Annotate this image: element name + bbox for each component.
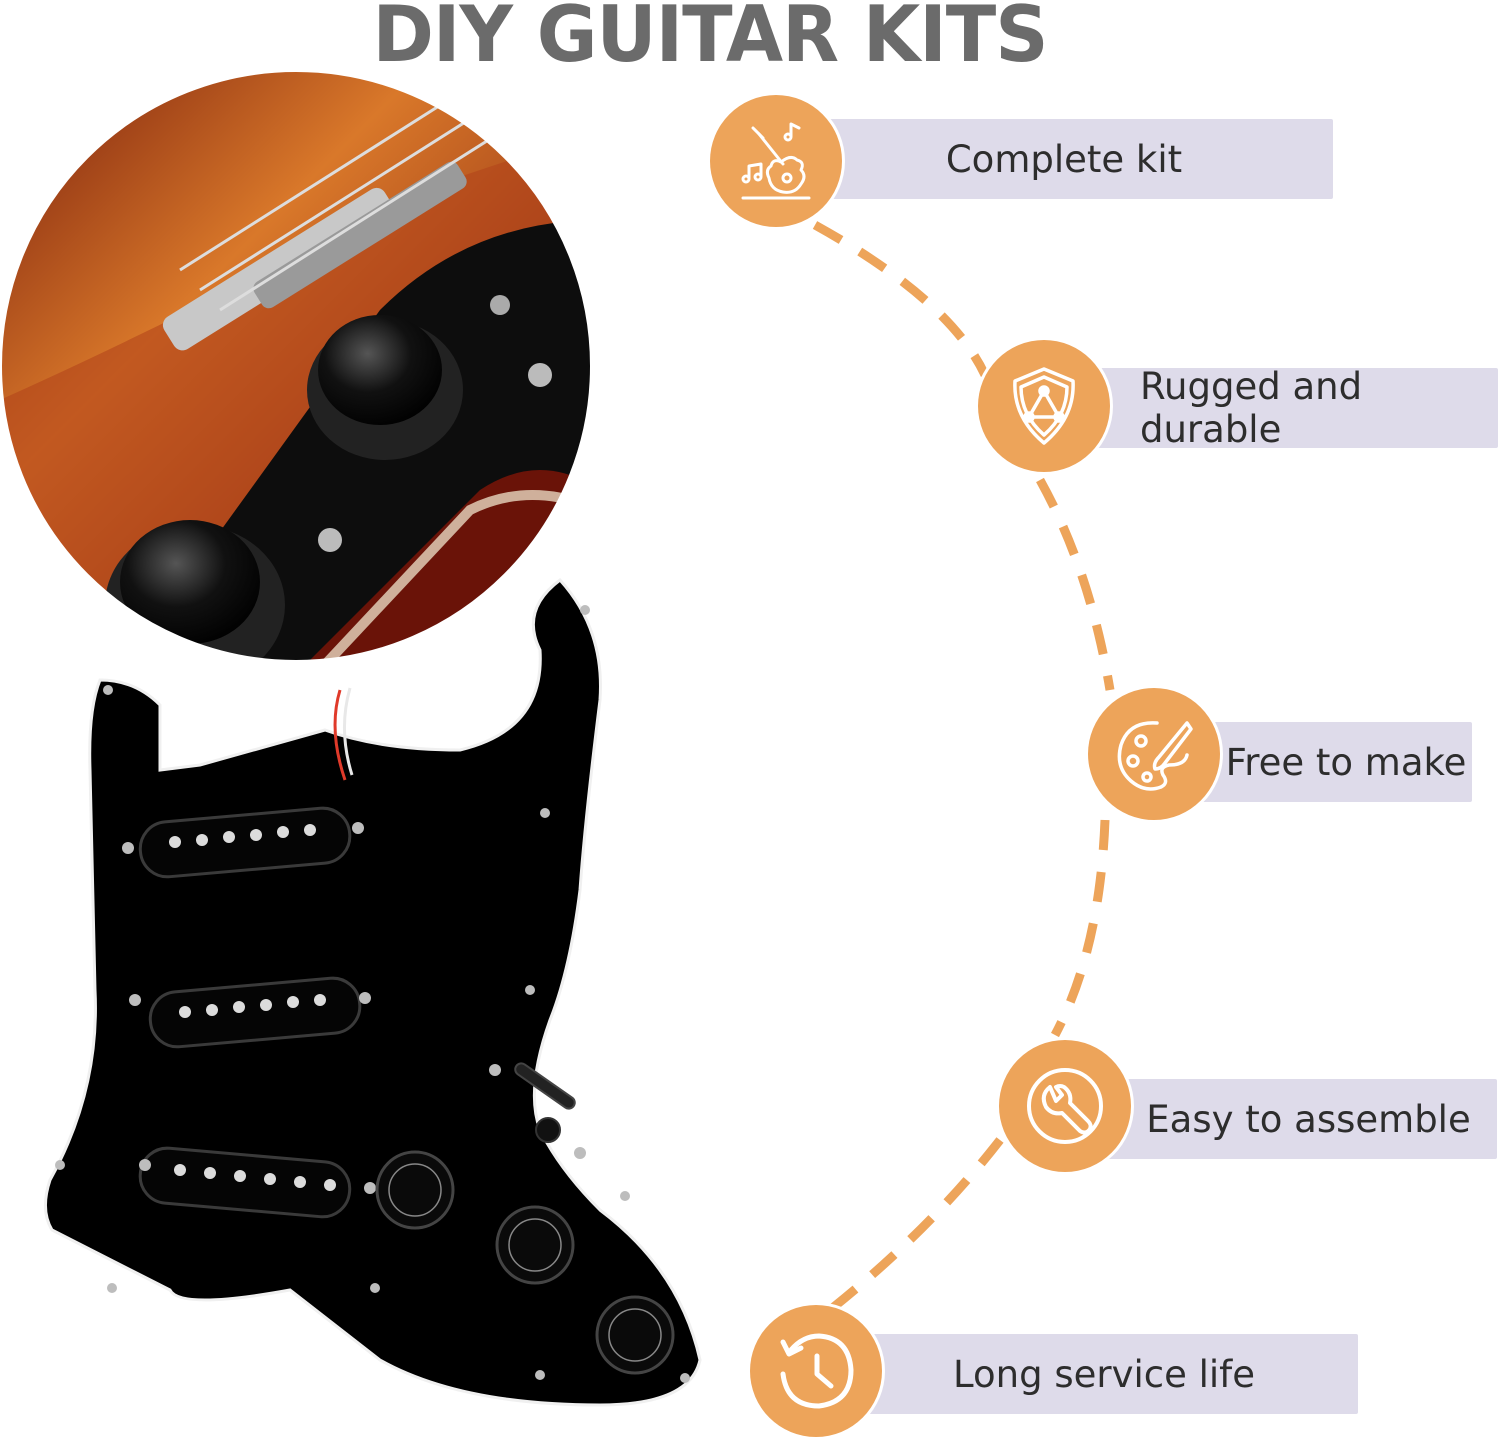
feature-pill-complete-kit: Complete kit — [805, 119, 1333, 199]
feature-pill-easy-to-assemble: Easy to assemble — [1105, 1079, 1497, 1159]
feature-badge — [996, 1037, 1134, 1175]
feature-label: Long service life — [953, 1352, 1255, 1396]
guitar-music-icon — [741, 122, 811, 200]
feature-pill-rugged-and-durable: Rugged and durable — [1090, 365, 1498, 451]
paint-palette-icon — [1117, 721, 1193, 791]
shield-icon — [1013, 367, 1075, 445]
clock-icon — [780, 1333, 854, 1409]
page-title: DIY GUITAR KITS — [372, 0, 1048, 81]
feature-label: Easy to assemble — [1146, 1097, 1471, 1141]
feature-pill-free-to-make: Free to make — [1195, 722, 1472, 802]
wrench-icon — [1027, 1068, 1103, 1144]
feature-badge — [975, 337, 1113, 475]
feature-label: Rugged and durable — [1140, 365, 1363, 451]
feature-label: Free to make — [1225, 740, 1467, 784]
feature-badge — [1085, 685, 1223, 823]
feature-pill-long-service-life: Long service life — [850, 1334, 1358, 1414]
feature-badge — [747, 1302, 885, 1440]
pickguard-illustration — [44, 577, 702, 1407]
guitar-knobs-photo — [0, 70, 592, 662]
feature-label: Complete kit — [945, 137, 1183, 181]
feature-badge — [707, 92, 845, 230]
